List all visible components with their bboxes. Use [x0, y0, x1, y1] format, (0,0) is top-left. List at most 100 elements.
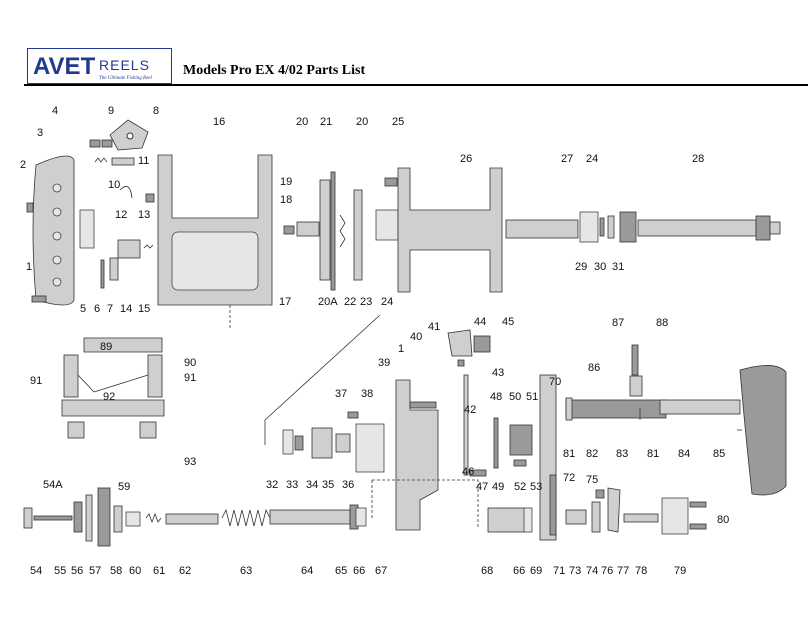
part-number-label: 8	[153, 105, 159, 117]
part-number-label: 79	[674, 565, 686, 577]
part-number-label: 27	[561, 153, 573, 165]
part-number-label: 51	[526, 391, 538, 403]
part-number-label: 3	[37, 127, 43, 139]
part-number-label: 13	[138, 209, 150, 221]
washer	[607, 215, 615, 239]
part-number-label: 10	[108, 179, 120, 191]
handle-screw	[631, 344, 639, 376]
screw	[457, 359, 465, 367]
lever-cam	[447, 329, 473, 357]
part-number-label: 47	[476, 481, 488, 493]
part-number-label: 38	[361, 388, 373, 400]
drag-spring	[339, 214, 346, 248]
part-number-label: 23	[360, 296, 372, 308]
drag-hub	[296, 221, 320, 237]
part-number-label: 69	[530, 565, 542, 577]
part-number-label: 74	[586, 565, 598, 577]
part-number-label: 56	[71, 565, 83, 577]
washer	[599, 217, 605, 237]
clamp-nut	[139, 421, 157, 439]
drag-spring	[221, 508, 271, 527]
part-number-label: 93	[184, 456, 196, 468]
part-number-label: 9	[108, 105, 114, 117]
side-plate-hole	[52, 183, 62, 193]
spring	[94, 157, 108, 163]
part-number-label: 35	[322, 479, 334, 491]
part-number-label: 67	[375, 565, 387, 577]
logo-graphic: AVET REELS The Ultimate Fishing Reel	[27, 48, 172, 84]
pin	[33, 515, 73, 521]
part-number-label: 40	[410, 331, 422, 343]
part-number-label: 19	[280, 176, 292, 188]
bushing	[565, 509, 587, 525]
part-number-label: 59	[118, 481, 130, 493]
part-number-label: 22	[344, 296, 356, 308]
handle-knob	[739, 365, 787, 496]
part-number-label: 28	[692, 153, 704, 165]
spring	[143, 244, 154, 249]
ratchet	[335, 433, 351, 453]
bushing	[117, 239, 141, 259]
part-number-label: 36	[342, 479, 354, 491]
part-number-label: 37	[335, 388, 347, 400]
screw	[513, 459, 527, 467]
part-number-label: 12	[115, 209, 127, 221]
handle-bushing	[629, 375, 643, 397]
side-plate-hole	[52, 207, 62, 217]
part-number-label: 11	[138, 155, 149, 167]
spring-clip	[384, 177, 398, 187]
clicker	[591, 501, 601, 533]
part-number-label: 46	[462, 466, 474, 478]
part-number-label: 24	[586, 153, 598, 165]
part-number-label: 18	[280, 194, 292, 206]
part-number-label: 70	[549, 376, 561, 388]
part-number-label: 15	[138, 303, 150, 315]
part-number-label: 54	[30, 565, 42, 577]
pin	[549, 474, 557, 536]
clamp-screw	[63, 354, 79, 398]
logo-tagline: The Ultimate Fishing Reel	[99, 76, 153, 81]
part-number-label: 34	[306, 479, 318, 491]
avet-reels-logo: AVET REELS The Ultimate Fishing Reel	[27, 48, 172, 84]
screw	[689, 523, 707, 530]
bearing	[282, 429, 294, 455]
part-number-label: 81	[647, 448, 659, 460]
part-number-label: 24	[381, 296, 393, 308]
screw	[595, 489, 605, 499]
shaft-gear	[755, 215, 771, 241]
screw	[31, 295, 47, 303]
part-number-label: 25	[392, 116, 404, 128]
logo-brand: AVET	[33, 53, 96, 80]
part-number-label: 84	[678, 448, 690, 460]
side-plate-hole	[52, 277, 62, 287]
drag-plate	[330, 171, 336, 291]
pin	[493, 417, 499, 469]
bearing	[579, 211, 599, 243]
washer	[523, 507, 533, 533]
part-number-label: 76	[601, 565, 613, 577]
part-number-label: 14	[120, 303, 132, 315]
part-number-label: 17	[279, 296, 291, 308]
anti-reverse-gear	[311, 427, 333, 459]
part-number-label: 83	[616, 448, 628, 460]
part-number-label: 87	[612, 317, 624, 329]
part-number-label: 68	[481, 565, 493, 577]
part-number-label: 82	[586, 448, 598, 460]
part-number-label: 63	[240, 565, 252, 577]
part-number-label: 33	[286, 479, 298, 491]
pin	[109, 257, 119, 281]
part-number-label: 71	[553, 565, 565, 577]
part-number-label: 66	[513, 565, 525, 577]
click-pawl	[119, 186, 133, 199]
part-number-label: 55	[54, 565, 66, 577]
part-number-label: 61	[153, 565, 165, 577]
main-gear	[97, 487, 111, 547]
frame-window	[171, 231, 259, 291]
part-number-label: 78	[635, 565, 647, 577]
bearing-housing	[661, 497, 689, 535]
part-number-label: 91	[184, 372, 196, 384]
side-plate-hole	[52, 231, 62, 241]
pinion-gear	[619, 211, 637, 243]
